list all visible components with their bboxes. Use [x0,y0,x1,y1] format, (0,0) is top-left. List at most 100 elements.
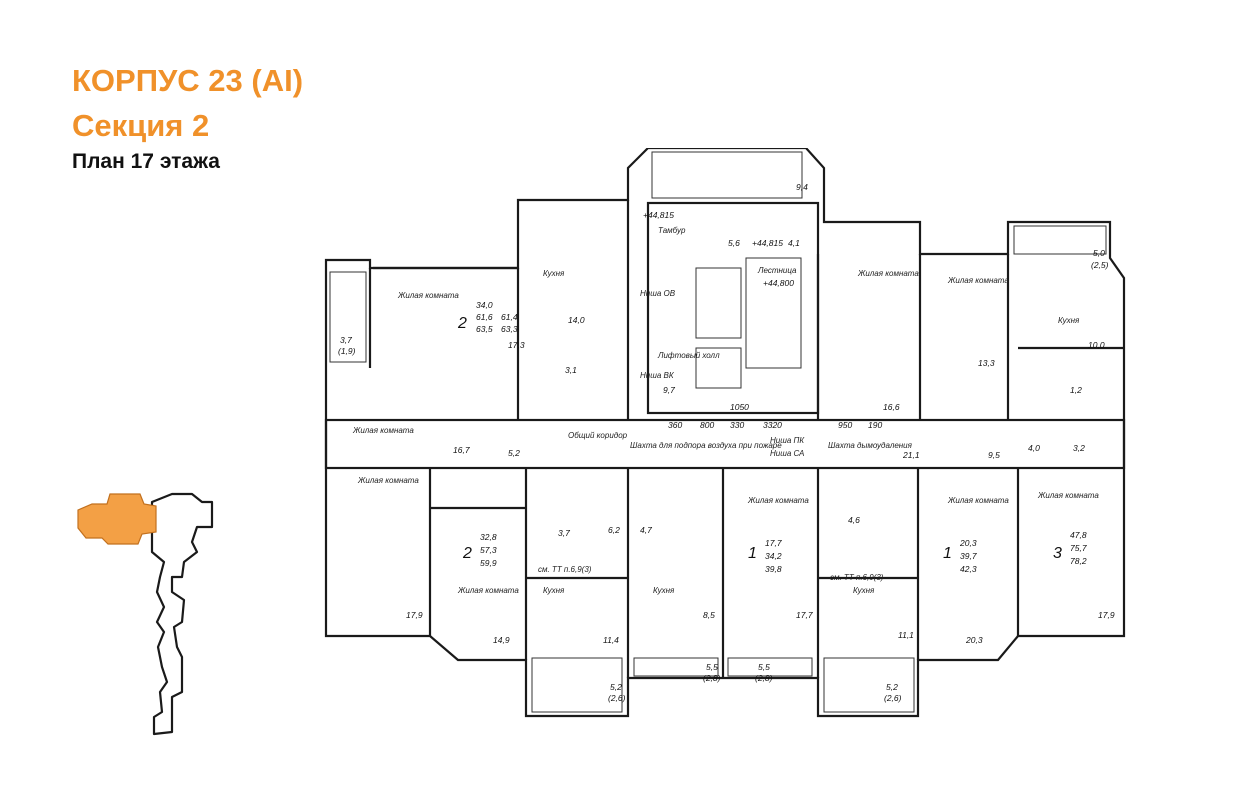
balcony-west [329,271,367,363]
room-area: 11,4 [603,635,619,645]
balcony-area: (2,6) [884,693,902,703]
room-area: 4,7 [640,525,652,535]
room-area: 17,9 [1098,610,1115,620]
room-label: Шахта дымоудаления [828,441,913,450]
room-label: Жилая комната [947,496,1009,505]
balcony-south-4 [823,657,915,713]
room-area: 14,0 [568,315,585,325]
room-label: Тамбур [658,226,686,235]
floor-plan-title: План 17 этажа [72,150,220,173]
room-area: 17,9 [406,610,423,620]
building-key-plan [77,492,214,736]
room-area: 14,9 [493,635,510,645]
balcony-area: (2,8) [703,673,721,683]
room-area: 21,1 [902,450,920,460]
room-area: 4,0 [1028,443,1040,453]
dimension: 330 [730,420,744,430]
balcony-area: 5,2 [886,682,898,692]
room-label: Кухня [543,269,565,278]
room-area: 16,6 [883,402,900,412]
room-area: 16,7 [453,445,470,455]
balcony-area: 5,0 [1093,248,1105,258]
room-area: 10,0 [1088,340,1105,350]
dimension: 950 [838,420,852,430]
apartment-area: 63,3 [501,324,518,334]
niche-label: Ниша СА [770,449,804,458]
room-area: 4,1 [788,238,800,248]
balcony-east [1013,225,1107,255]
apartment-area: 75,7 [1070,543,1087,553]
room-area: 13,3 [978,358,995,368]
balcony-area: 5,2 [610,682,622,692]
apartment-area: 20,3 [959,538,977,548]
room-label: Шахта для подпора воздуха при пожаре [630,441,782,450]
room-label: Кухня [1058,316,1080,325]
apartment-rooms: 2 [457,315,467,332]
apartment-rooms: 3 [1053,545,1062,562]
room-label: Жилая комната [947,276,1009,285]
room-label: Лифтовый холл [657,351,720,360]
highlighted-section [77,493,157,545]
apartment-area: 61,4 [501,312,518,322]
apartment-area: 17,7 [765,538,782,548]
elevator-shaft-2 [695,347,742,389]
balcony-south-3 [727,657,813,677]
niche-label: Ниша ПК [770,436,805,445]
apartment-area: 39,8 [765,564,782,574]
apartment-area: 59,9 [480,558,497,568]
apartment-area: 32,8 [480,532,497,542]
room-label: Жилая комната [397,291,459,300]
room-label: Кухня [853,586,875,595]
room-label: Кухня [543,586,565,595]
building-footprint [150,492,214,736]
room-label: Лестница [757,266,797,275]
reference-note: см. ТТ п.6,9(3) [830,573,884,582]
dimension: 190 [868,420,882,430]
apartment-rooms: 1 [943,545,952,562]
room-area: 6,2 [608,525,620,535]
apartment-area: 78,2 [1070,556,1087,566]
room-label: Кухня [653,586,675,595]
room-area: 17,3 [508,340,525,350]
room-area: 3,1 [565,365,577,375]
room-label: Жилая комната [1037,491,1099,500]
section-title: Секция 2 [72,108,210,143]
room-area: 17,7 [796,610,813,620]
common-corridor [324,418,1126,470]
elevation: +44,800 [763,278,794,288]
room-area: 5,2 [508,448,520,458]
room-area: 20,3 [965,635,983,645]
room-area: 1,2 [1070,385,1082,395]
staircase [745,257,802,369]
room-area: 9,5 [988,450,1000,460]
apartment-rooms: 2 [462,545,472,562]
room-area: 9,7 [663,385,675,395]
room-area: 8,5 [703,610,715,620]
niche-label: Ниша ВК [640,371,675,380]
balcony-north [651,151,803,199]
niche-label: Ниша ОВ [640,289,676,298]
room-label: Жилая комната [352,426,414,435]
page-title: КОРПУС 23 (AI) [72,63,304,98]
room-label: Жилая комната [857,269,919,278]
balcony-south-1 [531,657,623,713]
elevation: +44,815 [752,238,783,248]
room-label: Жилая комната [357,476,419,485]
room-area: 4,6 [848,515,860,525]
balcony-area: (2,5) [1091,260,1109,270]
apartment-rooms: 1 [748,545,757,562]
balcony-area: 5,5 [706,662,718,672]
balcony-area: (1,9) [338,346,356,356]
room-area: 11,1 [898,630,914,640]
apartment-area: 57,3 [480,545,497,555]
apartment-area: 47,8 [1070,530,1087,540]
apartment-area: 61,6 [476,312,493,322]
balcony-area: 9,4 [796,182,808,192]
room-label: Жилая комната [747,496,809,505]
apartment-area: 39,7 [960,551,977,561]
dimension: 1050 [730,402,749,412]
balcony-area: 3,7 [340,335,352,345]
dimension: 360 [668,420,682,430]
elevator-shaft-1 [695,267,742,339]
balcony-area: (2,6) [608,693,626,703]
